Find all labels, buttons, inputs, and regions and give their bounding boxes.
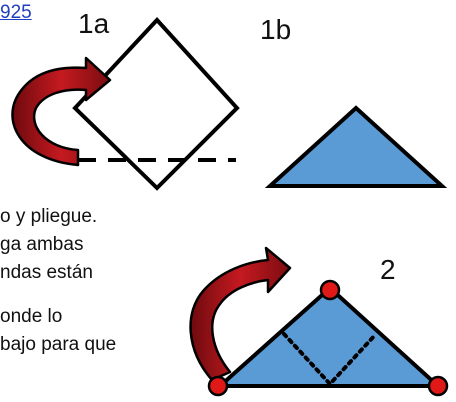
triangle-step-2 [214, 285, 444, 388]
reference-link[interactable]: 925 [0, 2, 32, 23]
corner-dot-icon [319, 279, 341, 301]
step-label-1b: 1b [260, 14, 292, 45]
folded-triangle [264, 105, 448, 188]
diamond-square [72, 17, 240, 191]
corner-dot-icon [427, 375, 449, 397]
fold-arrow-icon [11, 56, 112, 167]
instruction-line-1: o y pliegue. [0, 206, 98, 227]
instruction-line-4: onde lo [0, 306, 63, 327]
corner-dot-icon [207, 375, 229, 397]
step-label-2: 2 [380, 254, 396, 285]
fold-arrow-icon [189, 246, 292, 382]
instruction-line-2: ga ambas [0, 234, 84, 255]
dotted-fold-lines [282, 332, 378, 387]
instruction-line-5: bajo para que [0, 334, 117, 355]
step-label-1a: 1a [78, 8, 110, 39]
instruction-line-3: ndas están [0, 262, 93, 283]
